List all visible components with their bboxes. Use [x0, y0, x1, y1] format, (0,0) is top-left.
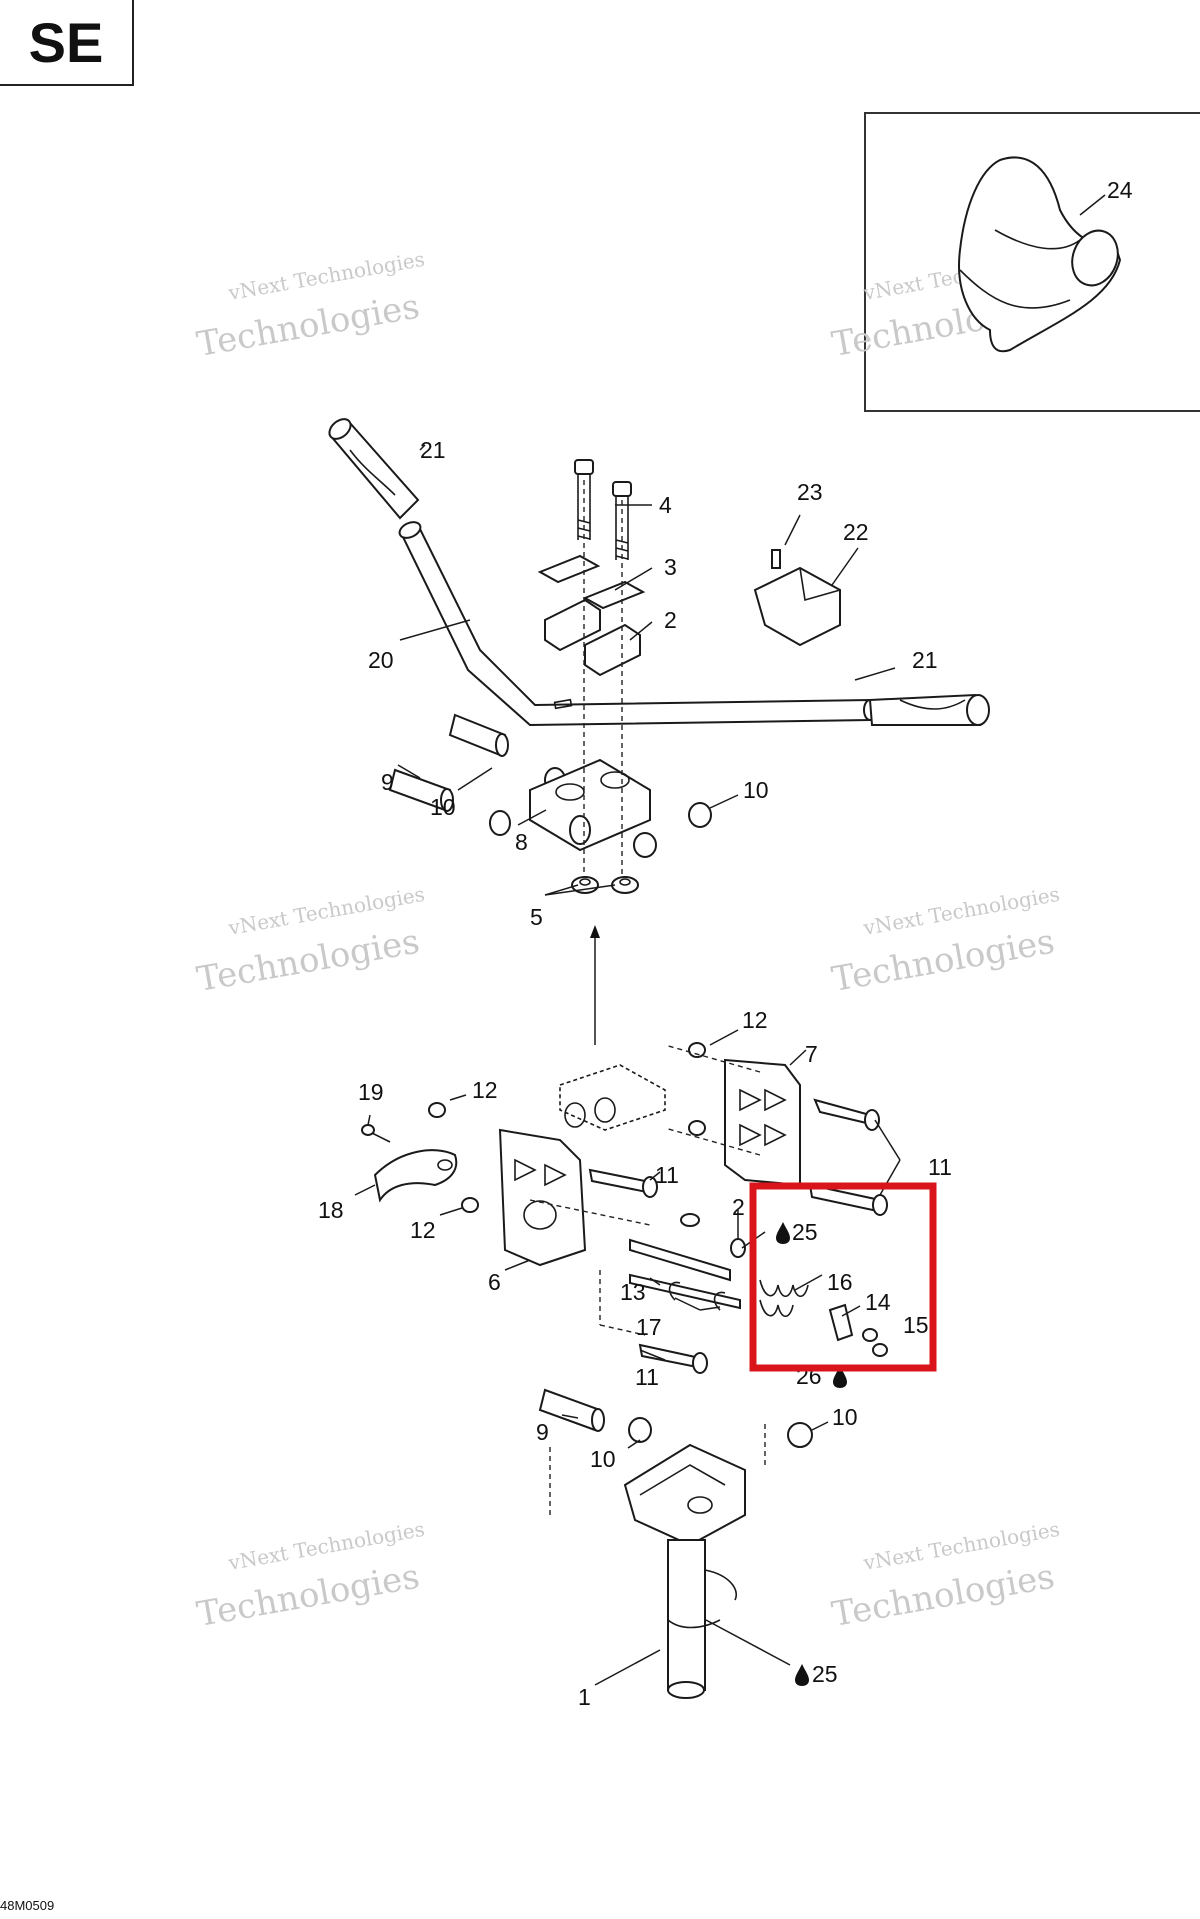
handlebar-pad: [958, 156, 1122, 353]
clamp-block-preview: [559, 1064, 666, 1131]
handlebar-clamp-block: [529, 758, 651, 852]
callout-21: 21: [912, 647, 938, 673]
watermark: vNext Technologies Technologies: [194, 1517, 427, 1635]
steering-column: [623, 1443, 746, 1699]
callout-23: 23: [797, 479, 823, 505]
plate-screw: [862, 1328, 888, 1357]
torsion-spring: [759, 1279, 809, 1318]
callout-14: 14: [865, 1289, 891, 1315]
callout-10: 10: [743, 777, 769, 803]
clamp-plate: [537, 554, 601, 584]
bushings-lower: [538, 1388, 813, 1448]
steering-bracket-right: [724, 1058, 801, 1187]
callout-12: 12: [472, 1077, 498, 1103]
callout-8: 8: [515, 829, 528, 855]
watermark: vNext Technologies Technologies: [829, 1517, 1062, 1635]
callout-5: 5: [530, 904, 543, 930]
nuts: [571, 876, 639, 894]
svg-text:Technologies: Technologies: [829, 922, 1058, 1000]
callout-25: 25: [812, 1661, 838, 1687]
lubricant-drop-icons: [776, 1222, 847, 1686]
grip-right: [868, 693, 990, 726]
svg-text:Technologies: Technologies: [194, 922, 423, 1000]
callout-labels: 24 21 4 23 22 3 2 20 21 9 10 10 8 5 12 7…: [318, 177, 1133, 1710]
throttle-housing: [753, 549, 841, 647]
callout-10: 10: [590, 1446, 616, 1472]
drop-icon: [776, 1222, 790, 1244]
grip-left: [328, 418, 420, 520]
callout-7: 7: [805, 1041, 818, 1067]
callout-2: 2: [732, 1194, 745, 1220]
callout-11: 11: [635, 1364, 659, 1390]
clamp-caps: [544, 598, 641, 677]
callout-12: 12: [742, 1007, 768, 1033]
bolts-lower: [588, 1098, 888, 1374]
svg-text:Technologies: Technologies: [829, 1557, 1058, 1635]
callout-18: 18: [318, 1197, 344, 1223]
throttle-lever: [373, 1149, 458, 1203]
watermark: vNext Technologies Technologies: [194, 882, 427, 1000]
callout-21: 21: [420, 437, 446, 463]
callout-10: 10: [832, 1404, 858, 1430]
callout-13: 13: [620, 1279, 646, 1305]
callout-6: 6: [488, 1269, 501, 1295]
callout-11: 11: [655, 1162, 679, 1188]
callout-17: 17: [636, 1314, 662, 1340]
callout-3: 3: [664, 554, 677, 580]
callout-9: 9: [381, 769, 394, 795]
callout-2: 2: [664, 607, 677, 633]
callout-10: 10: [430, 794, 456, 820]
callout-19: 19: [358, 1079, 384, 1105]
callout-16: 16: [827, 1269, 853, 1295]
washers: [428, 1042, 746, 1258]
callout-9: 9: [536, 1419, 549, 1445]
callout-25: 25: [792, 1219, 818, 1245]
inset-frame: [864, 112, 1200, 412]
pivot-shaft: [629, 1238, 741, 1310]
callout-4: 4: [659, 492, 672, 518]
steering-bracket-left: [498, 1128, 587, 1267]
svg-text:Technologies: Technologies: [194, 287, 423, 365]
callout-24: 24: [1107, 177, 1133, 203]
spring-plate: [828, 1303, 854, 1342]
callout-12: 12: [410, 1217, 436, 1243]
callout-1: 1: [578, 1684, 591, 1710]
callout-20: 20: [368, 647, 394, 673]
callout-22: 22: [843, 519, 869, 545]
highlight-box: [749, 1182, 937, 1372]
lever-screw: [361, 1124, 391, 1143]
bolts-upper: [574, 459, 632, 560]
clamp-plate: [582, 580, 646, 610]
watermark: vNext Technologies Technologies: [194, 247, 427, 365]
diagram-code: 48M0509: [0, 1898, 55, 1913]
page-label: SE: [0, 0, 134, 86]
callout-15: 15: [903, 1312, 929, 1338]
drop-icon: [833, 1366, 847, 1388]
callout-11: 11: [928, 1154, 952, 1180]
drop-icon: [795, 1664, 809, 1686]
svg-text:Technologies: Technologies: [194, 1557, 423, 1635]
watermark: vNext Technologies Technologies: [829, 882, 1062, 1000]
